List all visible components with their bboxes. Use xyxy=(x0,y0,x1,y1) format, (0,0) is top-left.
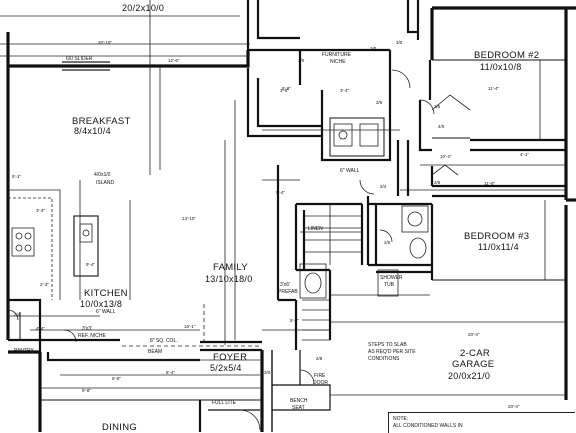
door-tag-8: 4/0 xyxy=(438,124,445,129)
foyer-label: FOYER xyxy=(213,352,248,363)
slider-label: 6/0 SLIDER xyxy=(66,56,93,62)
door-tag-7: 2/6 xyxy=(384,240,391,245)
prefab-label-2: PREFAB xyxy=(278,289,298,295)
dimension-1: 20'-10" xyxy=(98,40,112,45)
bedroom3-dims: 11/0x11/4 xyxy=(478,242,519,252)
dining-label: DINING xyxy=(102,422,138,433)
family-dims: 13/10x18/0 xyxy=(205,274,253,284)
steps-note-3: CONDITIONS xyxy=(368,356,400,362)
kitchen-dims: 10/0x13/8 xyxy=(80,299,123,309)
furniture-niche-label-2: NICHE xyxy=(330,59,346,65)
kitchen-label: KITCHEN xyxy=(84,288,128,299)
linen-label: LINEN xyxy=(308,226,323,232)
breakfast-label: BREAKFAST xyxy=(72,116,131,127)
dimension-12: 3'-3" xyxy=(36,208,45,213)
ref-niche-label-1: 3'x3' xyxy=(82,326,92,332)
column-label: 8" SQ. COL. xyxy=(150,338,178,344)
dimension-6: 20'-4" xyxy=(468,332,480,337)
fire-door-label-1: FIRE xyxy=(314,373,326,379)
dimension-8: 9'-4" xyxy=(86,262,95,267)
dimension-20: 10'-4" xyxy=(440,154,452,159)
steps-note-2: AS REQ'D PER SITE xyxy=(368,349,416,355)
door-tag-5: 2/6 xyxy=(434,180,441,185)
garage-label-line2: GARAGE xyxy=(452,359,495,370)
bedroom2-label: BEDROOM #2 xyxy=(474,50,540,61)
door-tag-4: 2/6 xyxy=(434,104,441,109)
door-tag-6: 2/4 xyxy=(380,184,387,189)
ref-niche-label-2: REF. NICHE xyxy=(78,333,106,339)
dimension-19: 20'-4" xyxy=(508,404,520,409)
door-tag-9: 2/0 xyxy=(298,58,305,63)
dimension-13: 11'-8" xyxy=(484,181,496,186)
door-tag-10: 2/8 xyxy=(316,356,323,361)
dimension-22: 4'-1" xyxy=(520,152,529,157)
wall-label: 6" WALL xyxy=(340,168,360,174)
island-label-1: 4/0x1/0 xyxy=(94,172,111,178)
breakfast-dims: 8/4x10/4 xyxy=(74,126,111,136)
family-label: FAMILY xyxy=(213,262,248,273)
door-tag-12: 2/4 xyxy=(14,312,21,317)
dimension-14: 5'-4" xyxy=(276,190,285,195)
pantry-label: PANTRY xyxy=(14,348,34,354)
bench-label-1: BENCH xyxy=(290,398,308,404)
garage-label-line1: 2-CAR xyxy=(460,348,491,359)
garage-dims: 20/0x21/0 xyxy=(448,371,491,381)
full-lite-label: FULL LITE xyxy=(212,400,236,406)
dimension-9: 2'-3" xyxy=(40,282,49,287)
dimension-3: 5'-8" xyxy=(282,86,291,91)
top-room-dims: 20/2x10/0 xyxy=(122,3,165,13)
furniture-niche-label-1: FURNITURE xyxy=(322,52,351,58)
dimension-16: 8'-4" xyxy=(166,370,175,375)
dimension-10: 4'-4" xyxy=(36,326,45,331)
dimension-2: 12'-6" xyxy=(168,58,180,63)
shower-label-1: SHOWER xyxy=(380,275,403,281)
door-tag-1: 3/0 xyxy=(396,40,403,45)
beam-label: BEAM xyxy=(148,349,163,355)
foyer-dims: 5/2x5/4 xyxy=(210,363,242,373)
door-tag-11: 3/0 xyxy=(264,370,271,375)
note-title: NOTE: xyxy=(393,416,409,422)
door-tag-3: 2/6 xyxy=(376,100,383,105)
interior-walls xyxy=(8,0,566,432)
dimension-5: 13'-10" xyxy=(182,216,196,221)
dimension-21: 3'-4" xyxy=(340,88,349,93)
kitchen-wall-label: 6" WALL xyxy=(96,309,116,315)
thin-lines xyxy=(0,0,566,431)
dimension-11: 5'-1" xyxy=(12,174,21,179)
island-label-2: ISLAND xyxy=(96,180,115,186)
note-text: ALL CONDITIONED WALLS IN xyxy=(393,423,463,429)
note-box: NOTE: ALL CONDITIONED WALLS IN xyxy=(388,412,575,433)
steps-note-1: STEPS TO SLAB xyxy=(368,342,407,348)
fire-door-label-2: DOOR xyxy=(313,380,328,386)
shower-label-2: TUB xyxy=(384,282,394,288)
dimension-7: 16'-1" xyxy=(184,324,196,329)
prefab-label-1: 3'x6' xyxy=(280,282,290,288)
dimension-17: 6'-8" xyxy=(112,376,121,381)
dimension-23: 5'-8" xyxy=(290,318,299,323)
dimension-15: 3'-6" xyxy=(280,88,289,93)
bench-label-2: SEAT xyxy=(292,405,305,411)
dimension-4: 11'-4" xyxy=(488,86,500,91)
bedroom2-dims: 11/0x10/8 xyxy=(480,62,522,72)
door-tag-2: 3/0 xyxy=(370,46,377,51)
bedroom3-label: BEDROOM #3 xyxy=(464,231,530,242)
dimension-18: 9'-8" xyxy=(82,388,91,393)
